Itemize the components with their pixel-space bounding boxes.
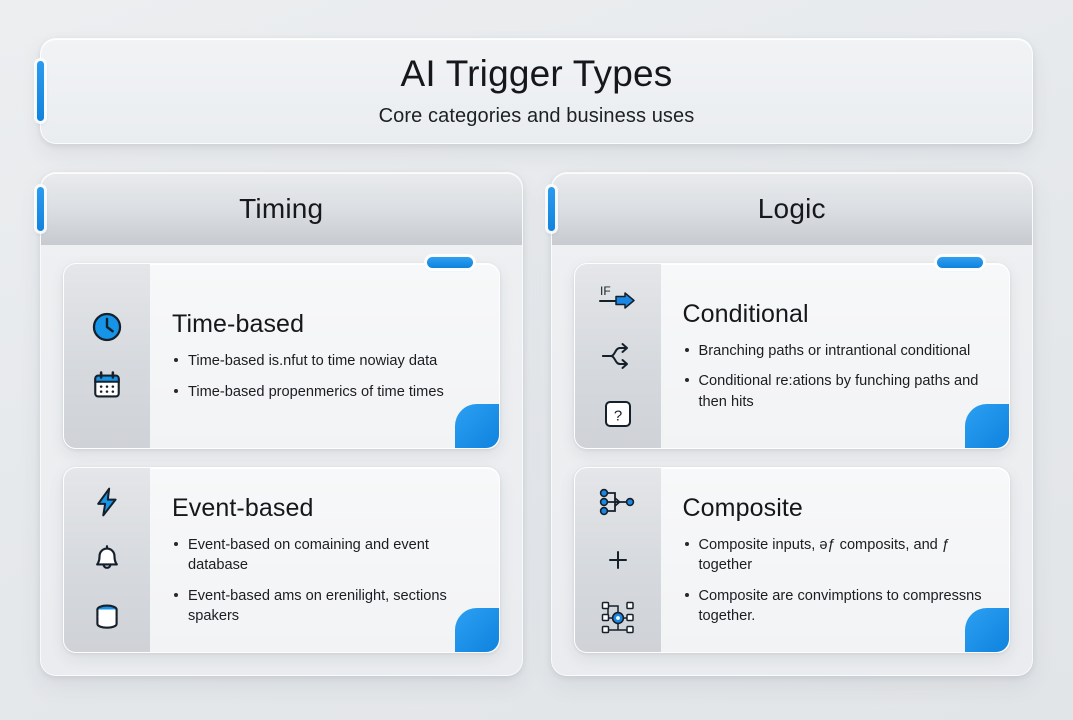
list-item: Conditional re:ations by funching paths …: [683, 371, 990, 411]
icon-strip: [64, 264, 150, 448]
header-panel: AI Trigger Types Core categories and bus…: [37, 38, 1033, 144]
card-pill-tab: [426, 257, 473, 268]
column-title: Logic: [757, 193, 826, 224]
card-time-based[interactable]: Time-based Time-based is.nfut to time no…: [63, 257, 500, 449]
column-header-timing: Timing: [37, 173, 522, 245]
card-title: Conditional: [682, 300, 809, 329]
list-item: Time-based propenmerics of time times: [172, 382, 479, 402]
header-accent-bar: [37, 61, 44, 121]
svg-text:IF: IF: [600, 284, 611, 298]
column-body-logic: IF: [552, 245, 1033, 675]
icon-strip: [574, 468, 661, 652]
card-content: Time-based Time-based is.nfut to time no…: [150, 264, 499, 448]
list-item: Composite inputs, əƒ composits, and ƒ to…: [683, 535, 990, 575]
list-item: Event-based ams on erenilight, sections …: [172, 586, 479, 626]
database-icon: [87, 598, 127, 638]
calendar-icon: [87, 365, 127, 405]
clock-icon: [87, 307, 127, 347]
card-bullet-list: Branching paths or intrantional conditio…: [683, 341, 990, 411]
branch-arrows-icon: [598, 336, 638, 376]
column-logic: Logic IF: [547, 172, 1033, 676]
card-bullet-list: Composite inputs, əƒ composits, and ƒ to…: [683, 535, 990, 626]
icon-strip: IF: [574, 264, 661, 448]
plus-icon: [598, 540, 638, 580]
card-conditional[interactable]: IF: [573, 257, 1010, 449]
network-hub-icon: [598, 598, 638, 638]
list-item: Branching paths or intrantional conditio…: [683, 341, 990, 361]
merge-nodes-icon: [598, 482, 638, 522]
card-bullet-list: Event-based on comaining and event datab…: [172, 535, 479, 626]
column-accent-bar: [37, 187, 44, 231]
lightning-bolt-icon: [87, 482, 127, 522]
page-title: AI Trigger Types: [400, 53, 673, 95]
list-item: Composite are convimptions to compressns…: [683, 586, 990, 626]
list-item: Time-based is.nfut to time nowiay data: [172, 351, 479, 371]
card-composite[interactable]: Composite Composite inputs, əƒ composits…: [573, 467, 1010, 653]
card-title: Composite: [682, 494, 803, 523]
page-subtitle: Core categories and business uses: [378, 104, 695, 127]
column-timing: Timing: [37, 172, 523, 676]
card-content: Conditional Branching paths or intrantio…: [661, 264, 1010, 448]
column-accent-bar: [547, 187, 555, 231]
card-title: Time-based: [172, 310, 305, 339]
icon-strip: [64, 468, 150, 652]
card-bullet-list: Time-based is.nfut to time nowiay data T…: [172, 351, 479, 401]
list-item: Event-based on comaining and event datab…: [172, 535, 479, 575]
card-event-based[interactable]: Event-based Event-based on comaining and…: [63, 467, 500, 653]
column-header-logic: Logic: [547, 173, 1032, 245]
card-title: Event-based: [172, 494, 314, 523]
column-title: Timing: [239, 193, 324, 224]
card-content: Composite Composite inputs, əƒ composits…: [661, 468, 1010, 652]
card-pill-tab: [937, 257, 983, 268]
column-body-timing: Time-based Time-based is.nfut to time no…: [41, 245, 522, 675]
question-mark-box-icon: ?: [598, 394, 638, 434]
card-content: Event-based Event-based on comaining and…: [150, 468, 499, 652]
bell-icon: [87, 540, 127, 580]
svg-text:?: ?: [613, 408, 621, 425]
if-arrow-icon: IF: [598, 278, 638, 318]
columns-container: Timing: [37, 172, 1033, 676]
